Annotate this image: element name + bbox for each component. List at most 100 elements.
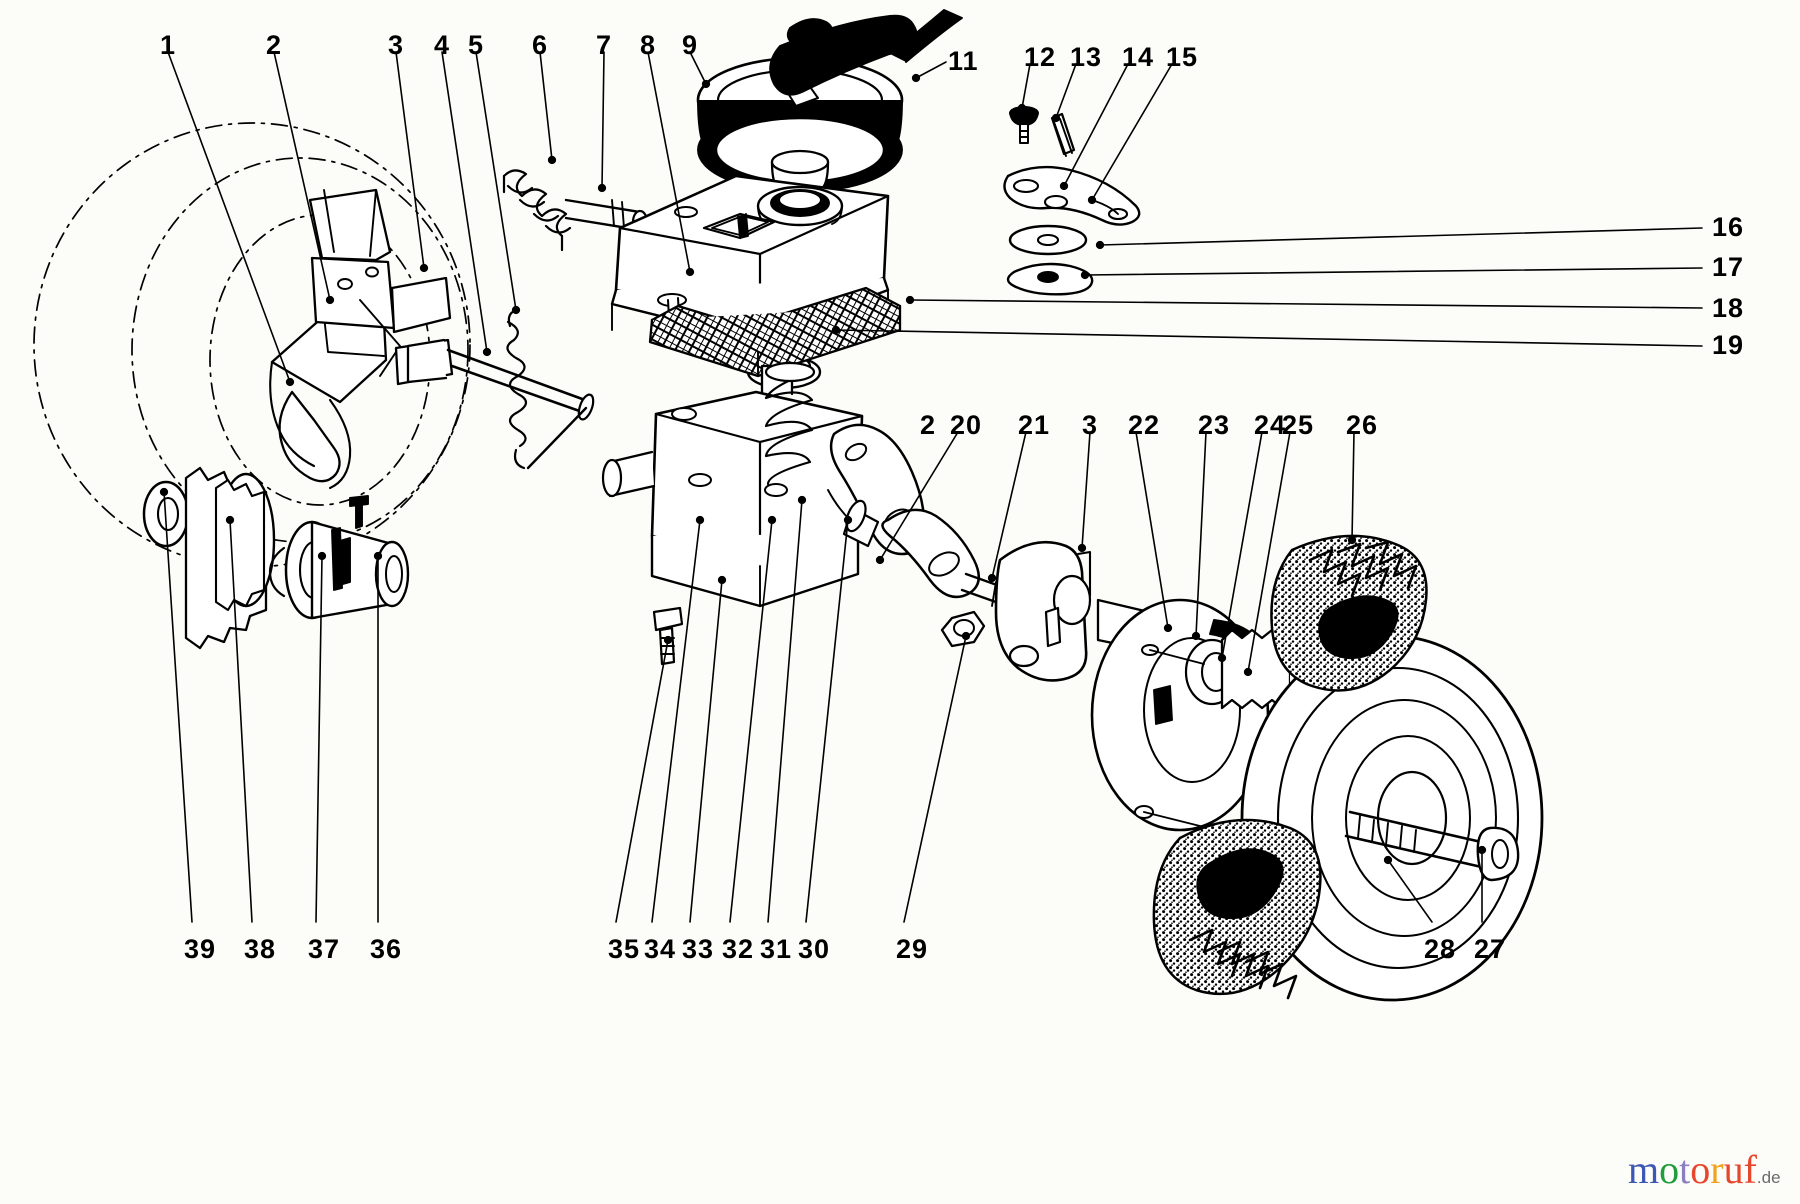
leader-dot-20: [875, 555, 885, 565]
leader-line-22: [1135, 431, 1169, 629]
callout-number-1: 1: [160, 30, 177, 60]
callout-number-8: 8: [640, 30, 657, 60]
leader-line-3m: [1081, 431, 1091, 549]
part-belt-guide: [769, 9, 963, 96]
leader-dot-10: [793, 35, 803, 45]
leader-dot-17: [1080, 270, 1090, 280]
leader-dot-30: [843, 515, 853, 525]
leader-dot-5: [511, 305, 521, 315]
leader-dot-24: [1217, 653, 1227, 663]
watermark-suffix: .de: [1756, 1168, 1781, 1187]
leader-line-24: [1221, 431, 1263, 659]
callout-number-31: 31: [760, 934, 793, 964]
leader-dot-15: [1087, 195, 1097, 205]
callout-number-38: 38: [244, 934, 277, 964]
leader-line-7: [601, 51, 605, 189]
part-worm-gear: [764, 361, 816, 486]
part-shaft-assembly: [394, 338, 595, 421]
leader-dot-7: [597, 183, 607, 193]
callout-number-36: 36: [370, 934, 403, 964]
leader-dot-35: [663, 635, 673, 645]
leader-dot-9: [701, 79, 711, 89]
callout-number-2: 2: [266, 30, 283, 60]
watermark-letter-1: o: [1659, 1147, 1680, 1192]
callout-number-11: 11: [948, 46, 979, 76]
callout-number-19: 19: [1712, 330, 1745, 360]
leader-line-6: [539, 51, 553, 161]
leader-dot-29: [961, 631, 971, 641]
watermark-letter-6: f: [1743, 1147, 1757, 1192]
leader-line-39: [163, 491, 193, 923]
callout-number-14: 14: [1122, 42, 1155, 72]
callout-number-9: 9: [682, 30, 699, 60]
leader-line-29: [903, 635, 967, 923]
part-clutch-body: [268, 495, 410, 620]
leader-dot-4: [482, 347, 492, 357]
leader-line-12: [1021, 63, 1031, 109]
leader-line-2: [273, 51, 331, 301]
part-washer-16: [1008, 224, 1088, 256]
leader-dot-31: [797, 495, 807, 505]
leader-line-28: [1387, 859, 1433, 923]
leader-line-31: [767, 499, 803, 923]
leader-dot-34: [695, 515, 705, 525]
part-screw-12: [1009, 106, 1039, 144]
leader-line-9: [689, 51, 707, 85]
callout-number-37: 37: [308, 934, 341, 964]
part-nut-29: [940, 610, 986, 648]
leader-dot-38: [225, 515, 235, 525]
leader-line-14: [1063, 63, 1129, 187]
callout-number-10: 10: [842, 28, 875, 58]
leader-dot-22: [1163, 623, 1173, 633]
leader-line-17: [1084, 267, 1703, 276]
part-tire-tread-upper: [1270, 534, 1428, 692]
watermark-letter-4: r: [1710, 1147, 1724, 1192]
callout-number-3: 3: [388, 30, 405, 60]
leader-dot-2: [325, 295, 335, 305]
leader-line-26: [1351, 431, 1355, 541]
callout-number-18: 18: [1712, 293, 1745, 323]
leader-dot-11: [911, 73, 921, 83]
part-idler-arm: [1003, 165, 1141, 226]
callout-number-30: 30: [798, 934, 831, 964]
leader-line-32: [729, 519, 773, 923]
leader-line-25: [1247, 431, 1291, 673]
callout-number-25: 25: [1282, 410, 1315, 440]
part-spacer-plate-17: [1006, 262, 1094, 296]
leader-dot-37: [317, 551, 327, 561]
callout-number-5: 5: [468, 30, 485, 60]
leader-line-33: [689, 579, 723, 923]
leader-line-30: [805, 519, 849, 923]
callout-number-6: 6: [532, 30, 549, 60]
leader-line-1: [167, 51, 291, 383]
leader-line-3: [395, 51, 425, 269]
callout-number-22: 22: [1128, 410, 1161, 440]
callout-number-23: 23: [1198, 410, 1231, 440]
callout-number-35: 35: [608, 934, 641, 964]
leader-dot-33: [717, 575, 727, 585]
callout-number-34: 34: [644, 934, 677, 964]
watermark-letter-0: m: [1628, 1147, 1660, 1192]
leader-line-11: [915, 61, 947, 79]
callout-number-2b: 2: [920, 410, 937, 440]
callout-number-3b: 3: [1082, 410, 1099, 440]
leader-line-23: [1195, 431, 1207, 637]
leader-line-21: [991, 431, 1027, 579]
callout-number-21: 21: [1018, 410, 1051, 440]
leader-line-34: [651, 519, 701, 923]
leader-line-19: [835, 329, 1703, 347]
part-compression-spring: [502, 169, 572, 252]
leader-dot-19: [831, 325, 841, 335]
leader-dot-3m: [1077, 543, 1087, 553]
part-tire-tread-lower: [1152, 818, 1322, 1000]
callout-number-7: 7: [596, 30, 613, 60]
callout-number-4: 4: [434, 30, 451, 60]
leader-dot-3: [419, 263, 429, 273]
leader-dot-6: [547, 155, 557, 165]
callout-number-20: 20: [950, 410, 983, 440]
callout-number-17: 17: [1712, 252, 1745, 282]
part-gear-cluster: [142, 466, 276, 650]
callout-number-12: 12: [1024, 42, 1057, 72]
leader-dot-36: [373, 551, 383, 561]
